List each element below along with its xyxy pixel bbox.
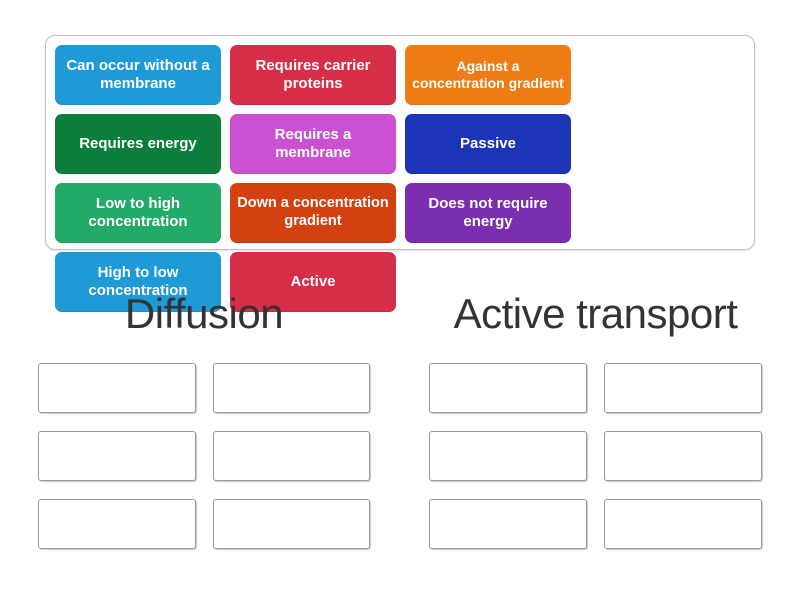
tile-label: Does not require energy <box>428 194 548 230</box>
drop-slot[interactable] <box>604 499 762 549</box>
drop-slot[interactable] <box>38 363 196 413</box>
tile-label: Can occur without a membrane <box>66 56 210 92</box>
drop-slot[interactable] <box>429 431 587 481</box>
draggable-tile[interactable]: High to low concentration <box>55 252 221 312</box>
group-active-transport: Active transport <box>429 288 762 549</box>
tile-label: Requires carrier proteins <box>255 56 371 92</box>
tile-label: Active <box>290 272 336 290</box>
tile-label: Low to high concentration <box>88 194 188 230</box>
draggable-tile[interactable]: Low to high concentration <box>55 183 221 243</box>
tile-label: Requires a membrane <box>274 125 352 161</box>
tile-label: High to low concentration <box>88 263 188 299</box>
draggable-tile[interactable]: Passive <box>405 114 571 174</box>
drop-slot[interactable] <box>212 363 370 413</box>
tile-tray: Can occur without a membrane Requires car… <box>45 35 755 312</box>
draggable-tile[interactable]: Can occur without a membrane <box>55 45 221 105</box>
draggable-tile[interactable]: Requires a membrane <box>230 114 396 174</box>
tile-label: Passive <box>460 134 516 152</box>
drop-slot[interactable] <box>604 363 762 413</box>
drop-slot[interactable] <box>38 499 196 549</box>
draggable-tile[interactable]: Requires carrier proteins <box>230 45 396 105</box>
drop-slot[interactable] <box>429 499 587 549</box>
draggable-tile[interactable]: Against a concentration gradient <box>405 45 571 105</box>
group-title-active-transport: Active transport <box>453 290 738 337</box>
draggable-tile[interactable]: Down a concentration gradient <box>230 183 396 243</box>
group-diffusion: Diffusion <box>38 288 370 549</box>
draggable-tile[interactable]: Does not require energy <box>405 183 571 243</box>
tile-label: Down a concentration gradient <box>237 195 389 229</box>
group-title-diffusion: Diffusion <box>124 290 284 337</box>
draggable-tile[interactable]: Requires energy <box>55 114 221 174</box>
drop-slot[interactable] <box>604 431 762 481</box>
drop-zone-diffusion <box>38 363 370 549</box>
drop-slot[interactable] <box>429 363 587 413</box>
drop-slot[interactable] <box>38 431 196 481</box>
draggable-tile[interactable]: Active <box>230 252 396 312</box>
tile-label: Requires energy <box>79 134 197 152</box>
drop-slot[interactable] <box>212 431 370 481</box>
drop-slot[interactable] <box>212 499 370 549</box>
drop-zone-active-transport <box>429 363 762 549</box>
tile-label: Against a concentration gradient <box>412 57 564 91</box>
